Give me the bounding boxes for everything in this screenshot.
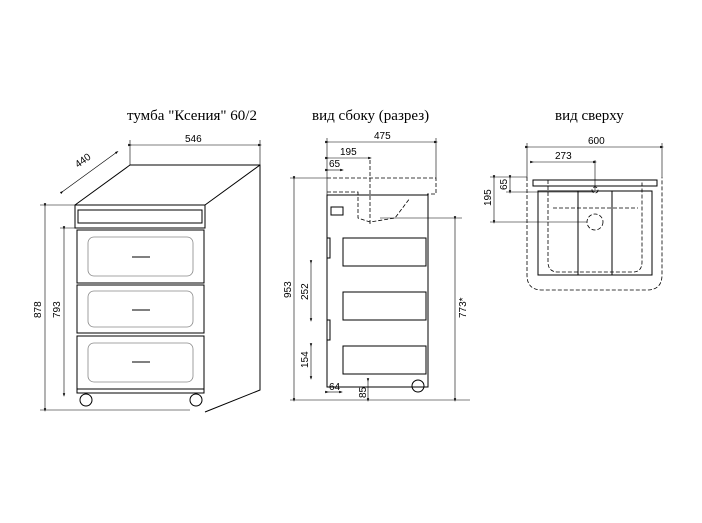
dim-drain-height: 773* [458,297,469,318]
top-view: 600 273 65 195 [483,136,664,291]
side-view: 475 195 65 953 773* 252 154 64 85 [283,131,470,402]
dim-height-total: 878 [33,301,44,318]
drawer [76,229,205,284]
front-view: 546 440 878 793 [33,134,262,413]
dim-leg-offset: 64 [329,382,341,393]
dim-drain-offset: 195 [340,147,357,158]
dim-leg-height: 85 [358,386,369,398]
dim-tap-offset: 65 [329,159,341,170]
dim-top-width: 600 [588,136,605,147]
drawer [76,284,205,334]
dim-bottom-drawer: 154 [300,351,311,368]
dim-side-depth: 475 [374,131,391,142]
leg-icon [189,393,203,407]
dim-width: 546 [185,134,202,145]
dim-tap-y: 65 [499,178,510,190]
dim-height-body: 793 [52,301,63,318]
dim-drawer-gap: 252 [300,283,311,300]
title-front: тумба "Ксения" 60/2 [127,108,257,124]
leg-icon [411,379,425,393]
title-side: вид сбоку (разрез) [312,108,429,124]
title-top: вид сверху [555,108,624,124]
dim-drain-y: 195 [483,189,494,206]
leg-icon [79,393,93,407]
drawer [76,335,205,390]
dim-total-height: 953 [283,281,294,298]
dim-depth: 440 [73,151,93,170]
dim-drain-x: 273 [555,151,572,162]
drain-icon [586,213,604,231]
